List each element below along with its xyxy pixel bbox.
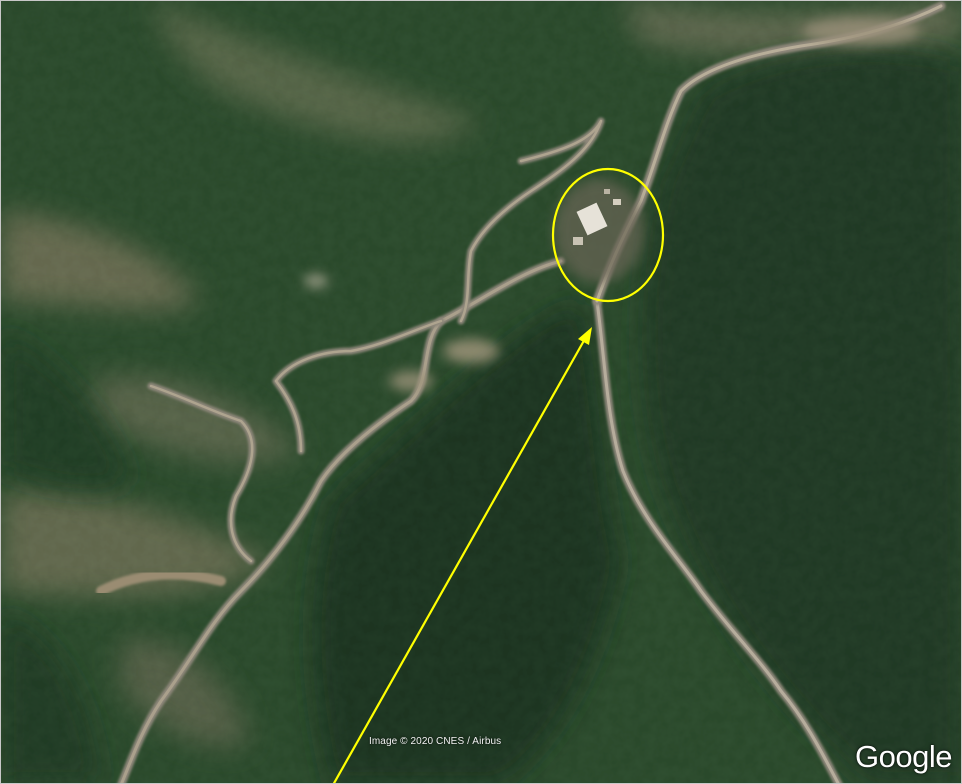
google-logo: Google [855, 739, 952, 774]
imagery-attribution: Image © 2020 CNES / Airbus [369, 736, 502, 747]
pointer-arrow-head [578, 327, 592, 345]
highlight-ellipse [551, 167, 665, 303]
pointer-arrow-line [332, 336, 587, 783]
